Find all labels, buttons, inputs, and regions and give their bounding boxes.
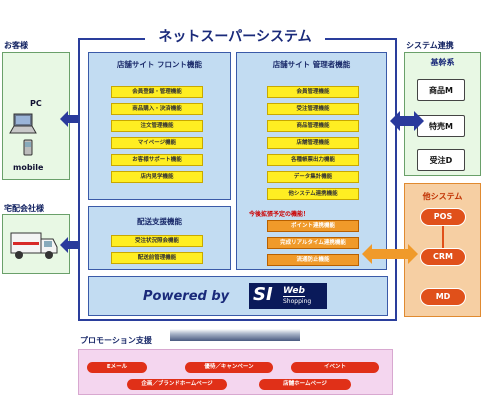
admin-item: 店舗管理機能 [267, 137, 359, 149]
base-bar [170, 329, 300, 341]
powered-by-text: Powered by [143, 289, 230, 304]
admin-functions-panel: 店舗サイト 管理者機能 会員管理機能 受注管理機能 商品管理機能 店舗管理機能 … [236, 52, 387, 270]
mobile-label: mobile [13, 163, 44, 172]
delivery-item: 配送前管理機能 [111, 252, 203, 264]
other-system-box: 他システム POS CRM MD [404, 183, 481, 317]
product-master-db: 商品M [417, 79, 468, 104]
admin-item: 会員管理機能 [267, 86, 359, 98]
planned-integration-arrow-icon [362, 244, 418, 264]
core-system-title: 基幹系 [430, 58, 455, 67]
front-item: 会員登録・管理機能 [111, 86, 203, 98]
admin-panel-title: 店舗サイト 管理者機能 [272, 60, 351, 69]
front-panel-title: 店舗サイト フロント機能 [116, 60, 203, 69]
front-item: 店内見学機能 [111, 171, 203, 183]
admin-item: 商品管理機能 [267, 120, 359, 132]
system-integration-heading: システム連携 [406, 41, 454, 50]
delivery-panel-title: 配送支援機能 [137, 217, 182, 226]
delivery-company-box [2, 214, 70, 274]
promotion-box: Eメール 優待／キャンペーン イベント 企画／ブランドホームページ 店舗ホームペ… [78, 349, 393, 395]
mobile-phone-icon [23, 139, 33, 156]
order-data-db: 受注D [417, 149, 468, 174]
core-integration-arrow-icon [390, 111, 424, 131]
md-node: MD [420, 288, 466, 306]
delivery-item: 受注状況照会機能 [111, 235, 203, 247]
si-logo-text: SI [253, 284, 273, 305]
front-functions-panel: 店舗サイト フロント機能 会員登録・管理機能 商品購入・決済機能 注文管理機能 … [88, 52, 231, 200]
laptop-icon [9, 113, 37, 134]
delivery-support-panel: 配送支援機能 受注状況照会機能 配送前管理機能 [88, 206, 231, 270]
front-item: お客様サポート機能 [111, 154, 203, 166]
admin-item: 受注管理機能 [267, 103, 359, 115]
pos-crm-link-icon [442, 226, 444, 248]
front-item: マイページ機能 [111, 137, 203, 149]
promo-item: 優待／キャンペーン [185, 362, 273, 373]
sale-master-db: 特売M [417, 115, 468, 140]
planned-item: ポイント連携機能 [267, 220, 359, 232]
customer-box: PC mobile [2, 52, 70, 180]
front-item: 注文管理機能 [111, 120, 203, 132]
delivery-truck-icon [10, 232, 58, 259]
powered-by-banner: Powered by SI Web Shopping [88, 276, 388, 316]
pos-node: POS [420, 208, 466, 226]
promo-item: 企画／ブランドホームページ [127, 379, 227, 390]
planned-features-label: 今後拡張予定の機能！ [249, 211, 310, 218]
admin-item: 他システム連携機能 [267, 188, 359, 200]
customer-heading: お客様 [4, 41, 28, 50]
crm-node: CRM [420, 248, 466, 266]
promo-item: 店舗ホームページ [259, 379, 351, 390]
admin-item: データ集計機能 [267, 171, 359, 183]
promo-item: Eメール [87, 362, 147, 373]
promotion-heading: プロモーション支援 [80, 335, 152, 346]
planned-item: 流通防止機能 [267, 254, 359, 266]
shopping-logo-text: Shopping [283, 298, 312, 305]
promo-item: イベント [291, 362, 379, 373]
front-item: 商品購入・決済機能 [111, 103, 203, 115]
delivery-company-heading: 宅配会社様 [4, 204, 44, 213]
other-system-title: 他システム [422, 192, 463, 201]
admin-item: 各種帳票出力機能 [267, 154, 359, 166]
planned-item: 完成リアルタイム連携機能 [267, 237, 359, 249]
pc-label: PC [30, 99, 42, 108]
si-web-shopping-logo: SI Web Shopping [249, 283, 327, 309]
web-logo-text: Web [283, 286, 305, 297]
system-title: ネットスーパーシステム [145, 27, 325, 47]
